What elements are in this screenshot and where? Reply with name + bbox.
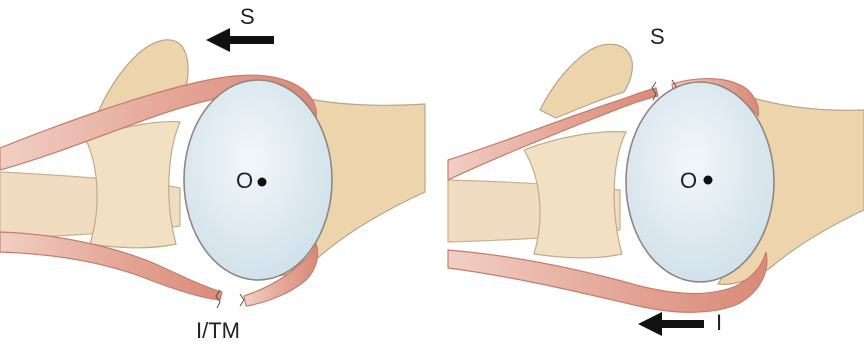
label-left-bottom: I/TM (196, 320, 240, 342)
panel-right (448, 44, 864, 336)
panel-left (0, 28, 425, 308)
central-bone-left (86, 122, 180, 248)
label-left-top: S (240, 6, 255, 28)
globe-right (626, 82, 774, 282)
label-right-bottom: I (716, 312, 722, 334)
arrow-right-bottom (638, 312, 704, 336)
label-left-center: O (236, 170, 253, 192)
globe-center-dot-left (258, 178, 267, 187)
globe-center-dot-right (704, 176, 713, 185)
arrow-left-top (206, 28, 274, 52)
label-right-top: S (650, 26, 665, 48)
label-right-center: O (680, 170, 697, 192)
central-bone-right (524, 132, 626, 258)
